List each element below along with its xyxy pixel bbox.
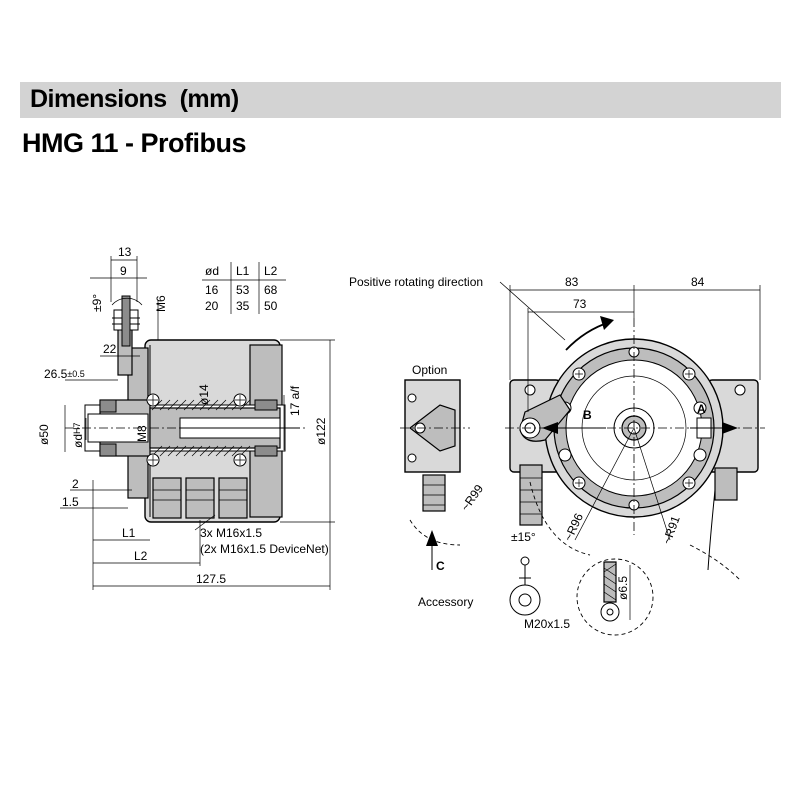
dim-127-5: 127.5 xyxy=(196,572,226,586)
cable-glands-label: 3x M16x1.5 xyxy=(200,526,262,540)
product-title: HMG 11 - Profibus xyxy=(22,128,247,158)
section-header-bar: Dimensions (mm) xyxy=(20,82,781,118)
table-header: ød xyxy=(205,264,219,278)
dia-6-5: ø6.5 xyxy=(616,576,630,600)
angle-15: ±15° xyxy=(511,530,536,544)
accessory-icon xyxy=(509,556,541,616)
dia-122: ø122 xyxy=(314,417,328,445)
dia-14: ø14 xyxy=(197,384,211,405)
option-connector xyxy=(422,474,446,512)
af-17: 17 a/f xyxy=(288,385,302,416)
detail-circle xyxy=(576,558,654,636)
radius-96: ~R96 xyxy=(561,511,586,544)
cable-glands-devicenet-label: (2x M16x1.5 DeviceNet) xyxy=(200,542,329,556)
dim-l2: L2 xyxy=(134,549,148,563)
radius-99: ~R99 xyxy=(458,482,486,514)
table-cell: 20 xyxy=(205,299,219,313)
arrow-label-a: A xyxy=(697,402,706,416)
accessory-label: Accessory xyxy=(418,595,473,609)
front-view-drawing xyxy=(400,281,765,636)
dim-1-5: 1.5 xyxy=(62,495,79,509)
dim-13: 13 xyxy=(118,245,132,259)
rotation-direction-label: Positive rotating direction xyxy=(349,275,483,289)
connector-m20 xyxy=(519,464,543,526)
dim-26-5: 26.5±0.5 xyxy=(44,367,85,381)
screw-icon xyxy=(146,393,247,467)
arrow-label-c: C xyxy=(436,559,445,573)
table-cell: 16 xyxy=(205,283,219,297)
table-cell: 35 xyxy=(236,299,250,313)
dia-d: ødH7 xyxy=(71,422,85,448)
table-cell: 50 xyxy=(264,299,278,313)
dim-22: 22 xyxy=(103,342,117,356)
option-label: Option xyxy=(412,363,447,377)
side-view-drawing xyxy=(60,256,335,590)
section-header-title: Dimensions (mm) xyxy=(30,85,239,113)
dim-angle-9: ±9° xyxy=(90,294,104,312)
cable-gland-icon xyxy=(152,477,248,519)
housing-screw-icon xyxy=(524,346,746,511)
thread-m8: M8 xyxy=(135,425,149,442)
dim-2: 2 xyxy=(72,477,79,491)
dim-9: 9 xyxy=(120,264,127,278)
table-cell: 53 xyxy=(236,283,250,297)
dimension-table: ød L1 L2 16 53 68 20 35 50 xyxy=(202,262,286,314)
arrow-label-b: B xyxy=(583,408,592,422)
dim-83: 83 xyxy=(565,275,579,289)
dim-l1: L1 xyxy=(122,526,136,540)
dim-73: 73 xyxy=(573,297,587,311)
table-cell: 68 xyxy=(264,283,278,297)
thread-m20: M20x1.5 xyxy=(524,617,570,631)
table-header: L1 xyxy=(236,264,250,278)
thread-m6: M6 xyxy=(154,295,168,312)
table-header: L2 xyxy=(264,264,278,278)
dim-84: 84 xyxy=(691,275,705,289)
dia-50: ø50 xyxy=(37,424,51,445)
